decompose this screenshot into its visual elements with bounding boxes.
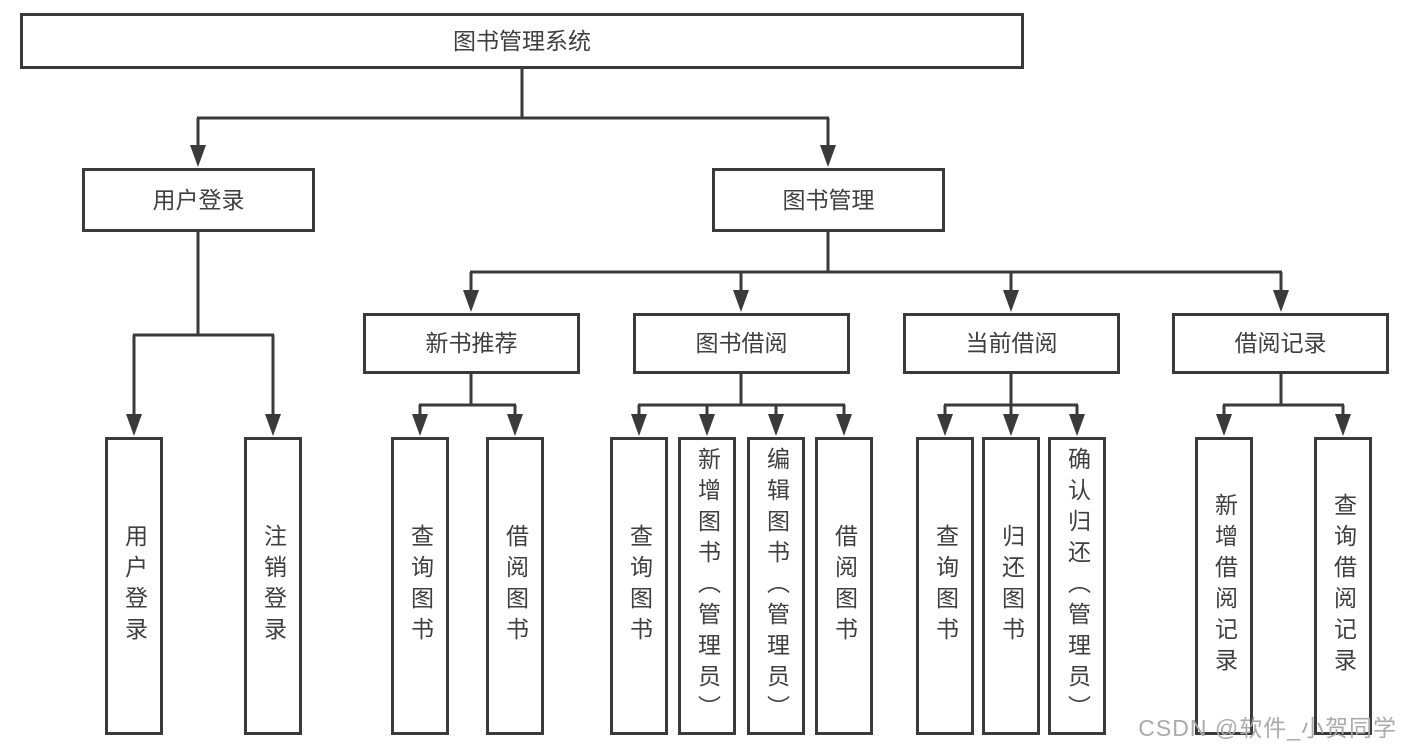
- connector-root-to-level2: [196, 69, 830, 150]
- node-user-login: 用户登录: [82, 168, 315, 232]
- node-label: 图书管理: [782, 186, 875, 213]
- node-label: 新增图书（管理员）: [694, 446, 721, 726]
- node-label: 查询图书: [932, 524, 959, 648]
- node-leaf-current-query-books: 查询图书: [916, 437, 974, 735]
- node-label: 查询图书: [626, 524, 653, 648]
- node-leaf-borrowing-edit-books-admin: 编辑图书（管理员）: [747, 437, 805, 735]
- node-root: 图书管理系统: [20, 13, 1024, 69]
- connector-current-to-leaves: [943, 374, 1079, 419]
- node-leaf-current-return-books: 归还图书: [982, 437, 1040, 735]
- node-label: 借阅图书: [502, 524, 529, 648]
- node-label: 当前借阅: [965, 330, 1058, 356]
- node-label: 借阅图书: [831, 524, 858, 648]
- node-leaf-user-login: 用户登录: [105, 437, 163, 735]
- node-leaf-borrowing-add-books-admin: 新增图书（管理员）: [678, 437, 736, 735]
- node-label: 用户登录: [121, 524, 148, 648]
- node-label: 查询图书: [407, 524, 434, 648]
- node-leaf-current-confirm-return-admin: 确认归还（管理员）: [1048, 437, 1106, 735]
- node-label: 借阅记录: [1234, 330, 1327, 356]
- node-leaf-records-add-record: 新增借阅记录: [1195, 437, 1253, 735]
- connector-newbook-to-leaves: [418, 374, 517, 419]
- node-current-borrowing: 当前借阅: [903, 313, 1120, 374]
- node-borrowing-records: 借阅记录: [1172, 313, 1389, 374]
- node-label: 确认归还（管理员）: [1064, 446, 1091, 726]
- node-leaf-records-query-record: 查询借阅记录: [1314, 437, 1372, 735]
- node-label: 新书推荐: [425, 330, 518, 356]
- connector-userlogin-to-leaves: [132, 232, 275, 418]
- arrowheads: [126, 145, 1351, 436]
- node-label: 图书借阅: [695, 330, 788, 356]
- node-leaf-logout: 注销登录: [244, 437, 302, 735]
- connector-bookmgmt-to-level3: [469, 232, 1283, 295]
- connector-records-to-leaves: [1222, 374, 1345, 419]
- node-label: 查询借阅记录: [1330, 493, 1357, 679]
- connector-borrowing-to-leaves: [637, 374, 846, 419]
- node-label: 注销登录: [260, 524, 287, 648]
- node-label: 编辑图书（管理员）: [763, 446, 790, 726]
- node-leaf-borrowing-query-books: 查询图书: [610, 437, 668, 735]
- csdn-watermark: CSDN @软件_小贺同学: [1138, 715, 1397, 741]
- node-leaf-borrowing-borrow-books: 借阅图书: [815, 437, 873, 735]
- node-label: 图书管理系统: [453, 27, 591, 54]
- node-label: 新增借阅记录: [1211, 493, 1238, 679]
- node-leaf-newbook-borrow-books: 借阅图书: [486, 437, 544, 735]
- node-new-book-recommend: 新书推荐: [363, 313, 580, 374]
- node-label: 归还图书: [998, 524, 1025, 648]
- node-book-management: 图书管理: [712, 168, 945, 232]
- node-leaf-newbook-query-books: 查询图书: [391, 437, 449, 735]
- node-book-borrowing: 图书借阅: [633, 313, 850, 374]
- node-label: 用户登录: [152, 186, 245, 213]
